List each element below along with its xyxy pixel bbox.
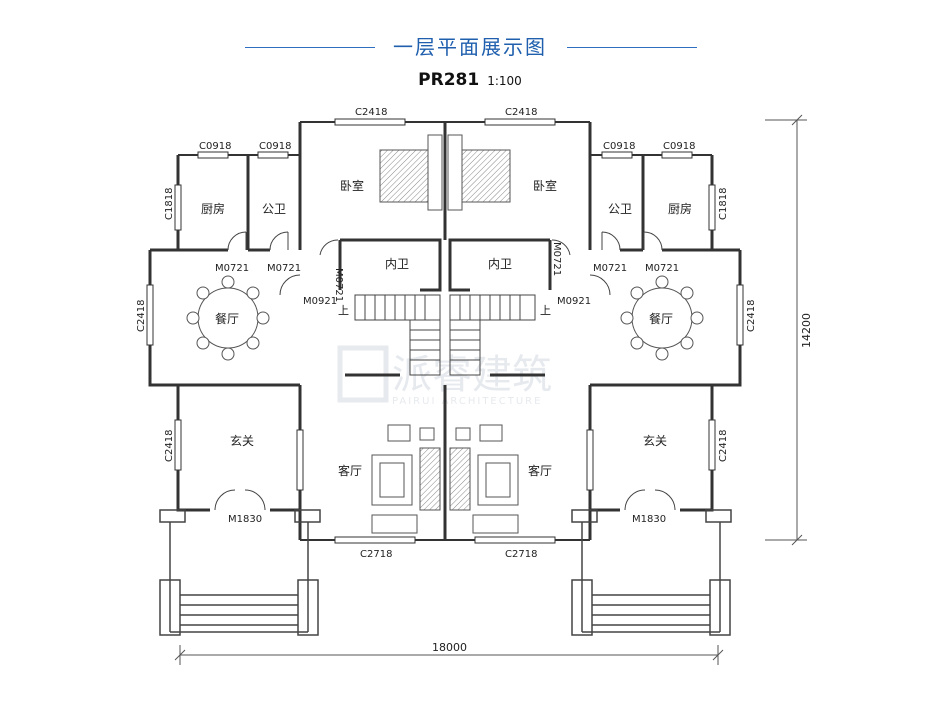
watermark-text-en: PAIRUI ARCHITECTURE	[392, 396, 542, 407]
window-code-c1818-left: C1818	[164, 188, 175, 220]
room-label-bedroom-right: 卧室	[533, 178, 557, 193]
room-label-wc-left: 公卫	[262, 202, 286, 216]
door-code-m0721-3: M0721	[593, 263, 627, 274]
sofas	[371, 424, 519, 534]
door-code-m0721-bath-right: M0721	[551, 242, 562, 276]
window-code-c2718-left: C2718	[360, 549, 392, 560]
title-bar: 一层平面展示图	[0, 30, 940, 64]
window-code-c0918-1: C0918	[199, 141, 231, 152]
dimensions	[174, 114, 807, 665]
stair-up-label-left: 上	[338, 304, 349, 317]
porches	[159, 509, 732, 636]
beds	[379, 134, 511, 211]
room-label-foyer-right: 玄关	[643, 433, 667, 448]
subtitle: PR281 1:100	[0, 70, 940, 90]
room-label-inner-bath-left: 内卫	[385, 257, 409, 271]
door-code-m0921-right: M0921	[557, 296, 591, 307]
room-label-kitchen-right: 厨房	[668, 201, 692, 216]
room-label-living-left: 客厅	[338, 463, 362, 478]
room-label-inner-bath-right: 内卫	[488, 257, 512, 271]
room-label-wc-right: 公卫	[608, 202, 632, 216]
window-code-c2418-dining-left: C2418	[136, 300, 147, 332]
room-label-bedroom-left: 卧室	[340, 178, 364, 193]
stair-up-label-right: 上	[540, 304, 551, 317]
dimension-width: 18000	[432, 641, 467, 654]
door-code-m0921-left: M0921	[303, 296, 337, 307]
window-code-c0918-4: C0918	[663, 141, 695, 152]
dining-tables	[186, 275, 704, 361]
door-code-m0721-1: M0721	[215, 263, 249, 274]
dimension-height: 14200	[800, 313, 813, 348]
stairs	[354, 294, 536, 376]
room-label-foyer-left: 玄关	[230, 433, 254, 448]
room-label-dining-right: 餐厅	[649, 311, 673, 326]
title-line-right	[567, 47, 697, 48]
window-code-c2418-foyer-right: C2418	[718, 430, 729, 462]
window-code-c0918-2: C0918	[259, 141, 291, 152]
room-labels: 卧室 卧室 厨房 厨房 公卫 公卫 内卫 内卫 餐厅 餐厅 玄关 玄关 客厅 客…	[201, 178, 692, 478]
window-code-c2418-dining-right: C2418	[746, 300, 757, 332]
window-code-c2718-right: C2718	[505, 549, 537, 560]
plan-code: PR281	[418, 70, 480, 90]
doors	[214, 231, 676, 511]
room-label-kitchen-left: 厨房	[201, 201, 225, 216]
window-code-c2418-top-left: C2418	[355, 107, 387, 118]
window-code-c2418-top-right: C2418	[505, 107, 537, 118]
code-labels: C2418 C2418 C0918 C0918 C0918 C0918 C271…	[136, 107, 757, 560]
door-code-m0721-2: M0721	[267, 263, 301, 274]
room-label-living-right: 客厅	[528, 463, 552, 478]
door-code-m1830-left: M1830	[228, 514, 262, 525]
window-code-c0918-3: C0918	[603, 141, 635, 152]
room-label-dining-left: 餐厅	[215, 311, 239, 326]
door-code-m0721-bath-left: M0721	[333, 268, 344, 302]
page-title: 一层平面展示图	[393, 35, 547, 59]
plan-scale: 1:100	[487, 74, 522, 88]
title-line-left	[245, 47, 375, 48]
windows	[146, 118, 744, 544]
window-code-c1818-right: C1818	[718, 188, 729, 220]
door-code-m0721-4: M0721	[645, 263, 679, 274]
window-code-c2418-foyer-left: C2418	[164, 430, 175, 462]
door-code-m1830-right: M1830	[632, 514, 666, 525]
